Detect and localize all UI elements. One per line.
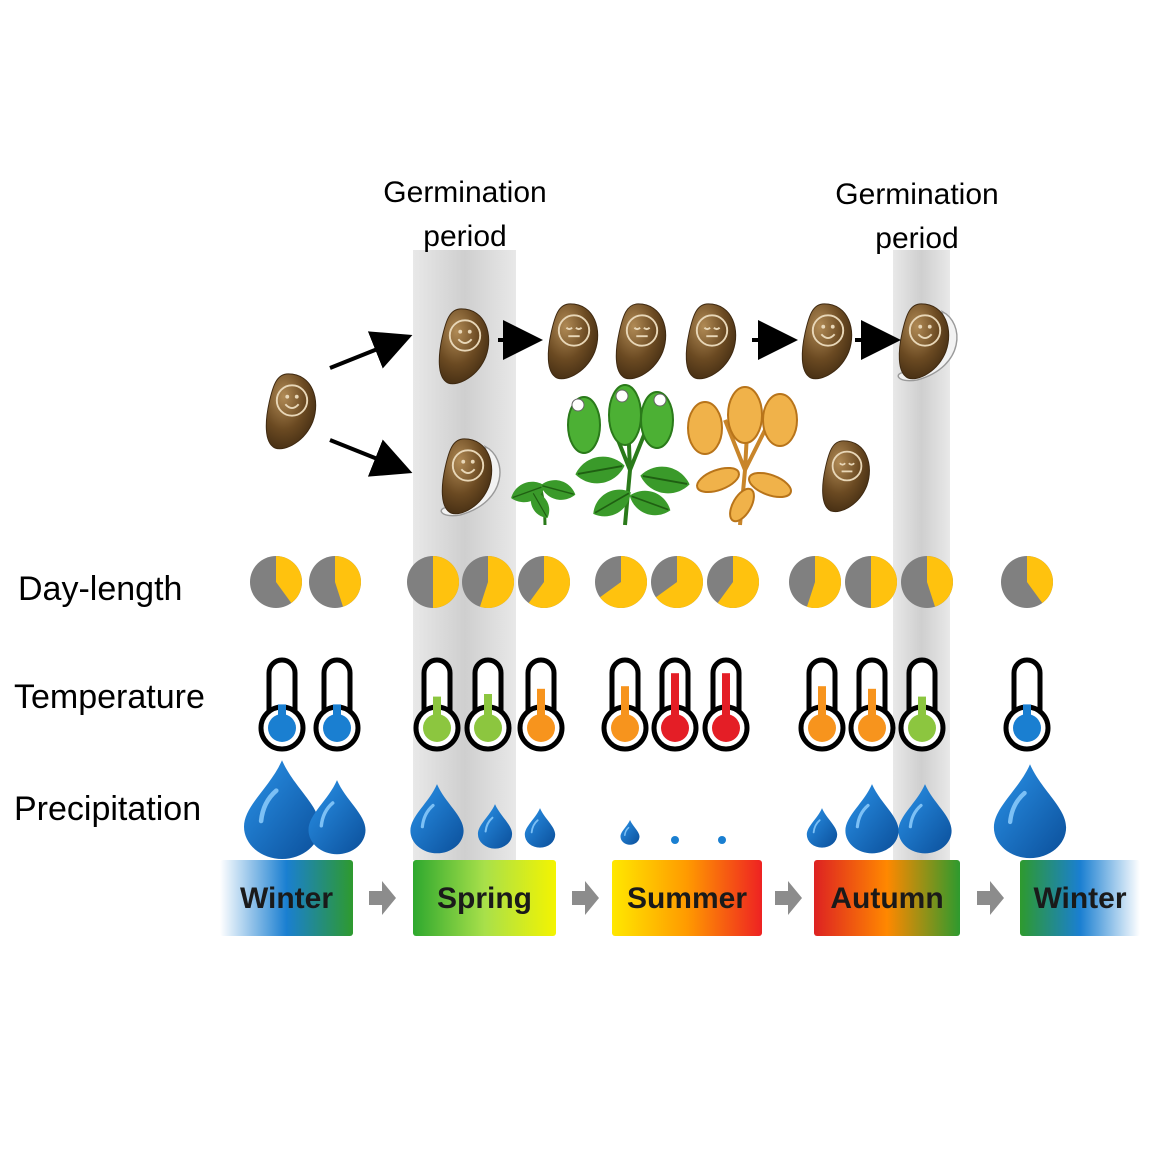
seed-arrows (329, 320, 901, 477)
rain-drop-8 (718, 836, 726, 844)
day-length-pie-6 (595, 556, 648, 608)
seed-spring-germinating (440, 438, 501, 517)
thermometer-8 (702, 657, 750, 752)
day-length-pie-10 (845, 556, 897, 608)
seed-summer-dormant-3 (685, 303, 737, 380)
temperature-label: Temperature (14, 678, 205, 716)
season-label: Winter (240, 882, 333, 915)
thermometer-11 (898, 657, 946, 752)
season-spring-2: Spring (413, 860, 556, 936)
season-autumn-4: Autumn (814, 860, 960, 936)
rain-drop-1 (244, 760, 320, 860)
thermometer-2 (313, 657, 361, 752)
germination-label-1-line2: period (423, 220, 506, 253)
flowering-plant (567, 384, 693, 526)
rain-drop-7 (671, 836, 679, 844)
seed-summer-dormant-1 (547, 303, 599, 380)
thermometer-6 (601, 657, 649, 752)
season-summer-3: Summer (612, 860, 762, 936)
thermometer-10 (848, 657, 896, 752)
rain-drop-11 (898, 784, 952, 854)
thermometer-5 (517, 657, 565, 752)
germination-label-1-line1: Germination (383, 176, 546, 209)
season-label: Autumn (830, 882, 943, 915)
senescent-plant (687, 386, 798, 526)
day-length-pie-5 (518, 556, 570, 609)
germination-label-2-line1: Germination (835, 178, 998, 211)
season-label: Summer (627, 882, 747, 915)
seed-autumn-released (801, 303, 853, 380)
precipitation-label: Precipitation (14, 790, 201, 828)
day-length-pie-9 (789, 556, 842, 609)
day-length-pie-2 (309, 556, 361, 608)
thermometer-4 (464, 657, 512, 752)
rain-drop-10 (845, 784, 899, 854)
seed-new-dormant (822, 440, 870, 513)
day-length-pie-11 (901, 556, 953, 608)
day-length-pie-12 (1001, 556, 1053, 608)
rain-drop-6 (620, 820, 640, 845)
rain-drop-5 (524, 808, 556, 848)
thermometer-7 (651, 657, 699, 752)
seed-initial (265, 373, 317, 450)
day-length-pie-3 (407, 556, 459, 608)
seed-autumn-germinating (897, 303, 958, 382)
thermometer-3 (413, 657, 461, 752)
season-label: Spring (437, 882, 532, 915)
season-arrow (572, 881, 599, 915)
germination-label-2-line2: period (875, 222, 958, 255)
rain-drop-4 (477, 804, 513, 849)
seed-summer-dormant-2 (615, 303, 667, 380)
season-arrow (369, 881, 396, 915)
season-row: Winter Spring Summer Autumn Winter (220, 860, 1140, 936)
season-winter-1: Winter (220, 860, 353, 936)
rain-drop-12 (993, 764, 1067, 859)
arrow-to-germinating-path (329, 438, 413, 477)
thermometer-9 (798, 657, 846, 752)
season-arrow (977, 881, 1004, 915)
rain-drop-9 (806, 808, 838, 848)
arrow-to-dormant-path (329, 331, 413, 370)
thermometer-1 (258, 657, 306, 752)
season-winter-5: Winter (1020, 860, 1140, 936)
day-length-label: Day-length (18, 570, 182, 608)
day-length-pie-1 (250, 556, 302, 608)
seed-states (265, 303, 958, 517)
day-length-pie-4 (462, 556, 515, 609)
seedling (507, 475, 579, 526)
rain-drop-2 (308, 780, 366, 855)
precipitation-row (244, 760, 1067, 860)
rain-drop-3 (410, 784, 464, 854)
day-length-row (250, 556, 1053, 609)
day-length-pie-7 (651, 556, 704, 608)
temperature-row (258, 657, 1051, 752)
seed-spring-dormant (438, 308, 490, 385)
season-arrow (775, 881, 802, 915)
day-length-pie-8 (707, 556, 760, 608)
season-label: Winter (1033, 882, 1126, 915)
thermometer-12 (1003, 657, 1051, 752)
